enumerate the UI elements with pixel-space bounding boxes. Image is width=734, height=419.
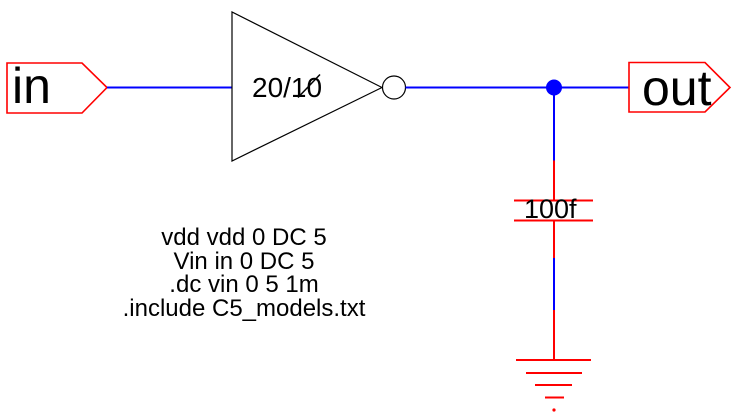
spice-line[interactable]: .include C5_models.txt [122,294,366,322]
inverter-size-label[interactable]: 20/10 [252,72,323,103]
spice-line[interactable]: vdd vdd 0 DC 5 [161,224,327,251]
spice-line[interactable]: Vin in 0 DC 5 [173,247,315,275]
inverter-bubble[interactable] [381,75,407,100]
junction-dot[interactable] [546,79,562,96]
ground-tip-dot [552,408,556,412]
capacitor-value-label[interactable]: 100f [524,194,577,224]
input-port-flag[interactable] [6,62,109,114]
input-port-label[interactable]: in [12,58,51,114]
inverter-body[interactable] [231,11,384,162]
spice-line[interactable]: .dc vin 0 5 1m [169,271,319,298]
spice-deck: vdd vdd 0 DC 5 Vin in 0 DC 5 .dc vin 0 5… [92,226,396,320]
output-port-flag[interactable] [628,61,732,113]
output-port-label[interactable]: out [642,60,712,116]
inverter-size-label-slash [297,73,321,99]
